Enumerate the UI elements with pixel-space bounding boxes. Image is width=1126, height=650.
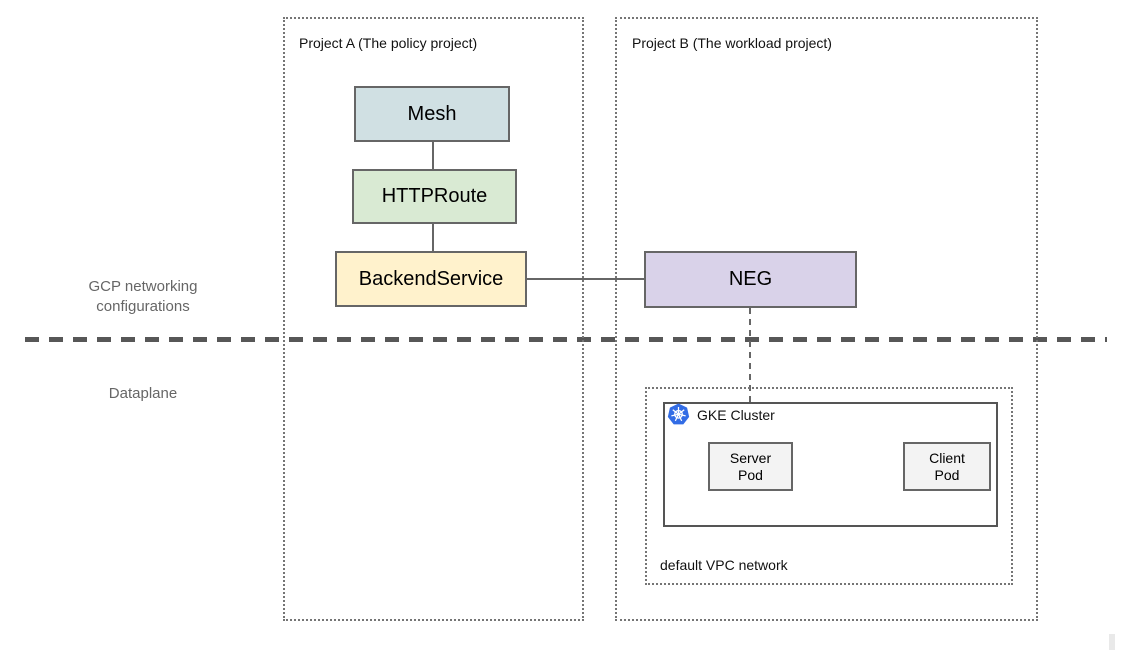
client-pod-label-line2: Pod xyxy=(934,466,960,483)
gke-cluster-label: GKE Cluster xyxy=(697,406,775,423)
project-a-region xyxy=(283,17,584,621)
gke-cluster-header: GKE Cluster xyxy=(667,403,775,426)
backendservice-node-label: BackendService xyxy=(358,267,504,290)
mesh-node: Mesh xyxy=(354,86,510,142)
dataplane-divider-dashed-line xyxy=(25,337,1107,342)
project-b-label: Project B (The workload project) xyxy=(632,35,832,51)
project-a-label: Project A (The policy project) xyxy=(299,35,478,51)
edge-httproute-backendservice xyxy=(432,224,434,251)
server-pod-label-line2: Pod xyxy=(738,466,763,483)
server-pod-label-line1: Server xyxy=(729,449,772,466)
client-pod-node: Client Pod xyxy=(903,442,991,491)
layer-label-dataplane: Dataplane xyxy=(108,385,178,402)
neg-node: NEG xyxy=(644,251,857,308)
edge-neg-serverpod-dashed xyxy=(749,308,751,442)
scrollbar-thumb[interactable] xyxy=(1109,634,1115,650)
backendservice-node: BackendService xyxy=(335,251,527,307)
edge-backendservice-neg xyxy=(527,278,644,280)
project-b-region xyxy=(615,17,1038,621)
httproute-node: HTTPRoute xyxy=(352,169,517,224)
edge-mesh-httproute xyxy=(432,142,434,169)
client-pod-label-line1: Client xyxy=(929,449,965,466)
vpc-region xyxy=(645,387,1013,585)
neg-node-label: NEG xyxy=(728,268,773,290)
mesh-node-label: Mesh xyxy=(407,102,457,125)
layer-label-gcp-networking: GCP networking configurations xyxy=(88,278,198,315)
vpc-label: default VPC network xyxy=(660,557,788,573)
httproute-node-label: HTTPRoute xyxy=(381,185,488,207)
kubernetes-icon xyxy=(667,403,690,426)
server-pod-node: Server Pod xyxy=(708,442,793,491)
